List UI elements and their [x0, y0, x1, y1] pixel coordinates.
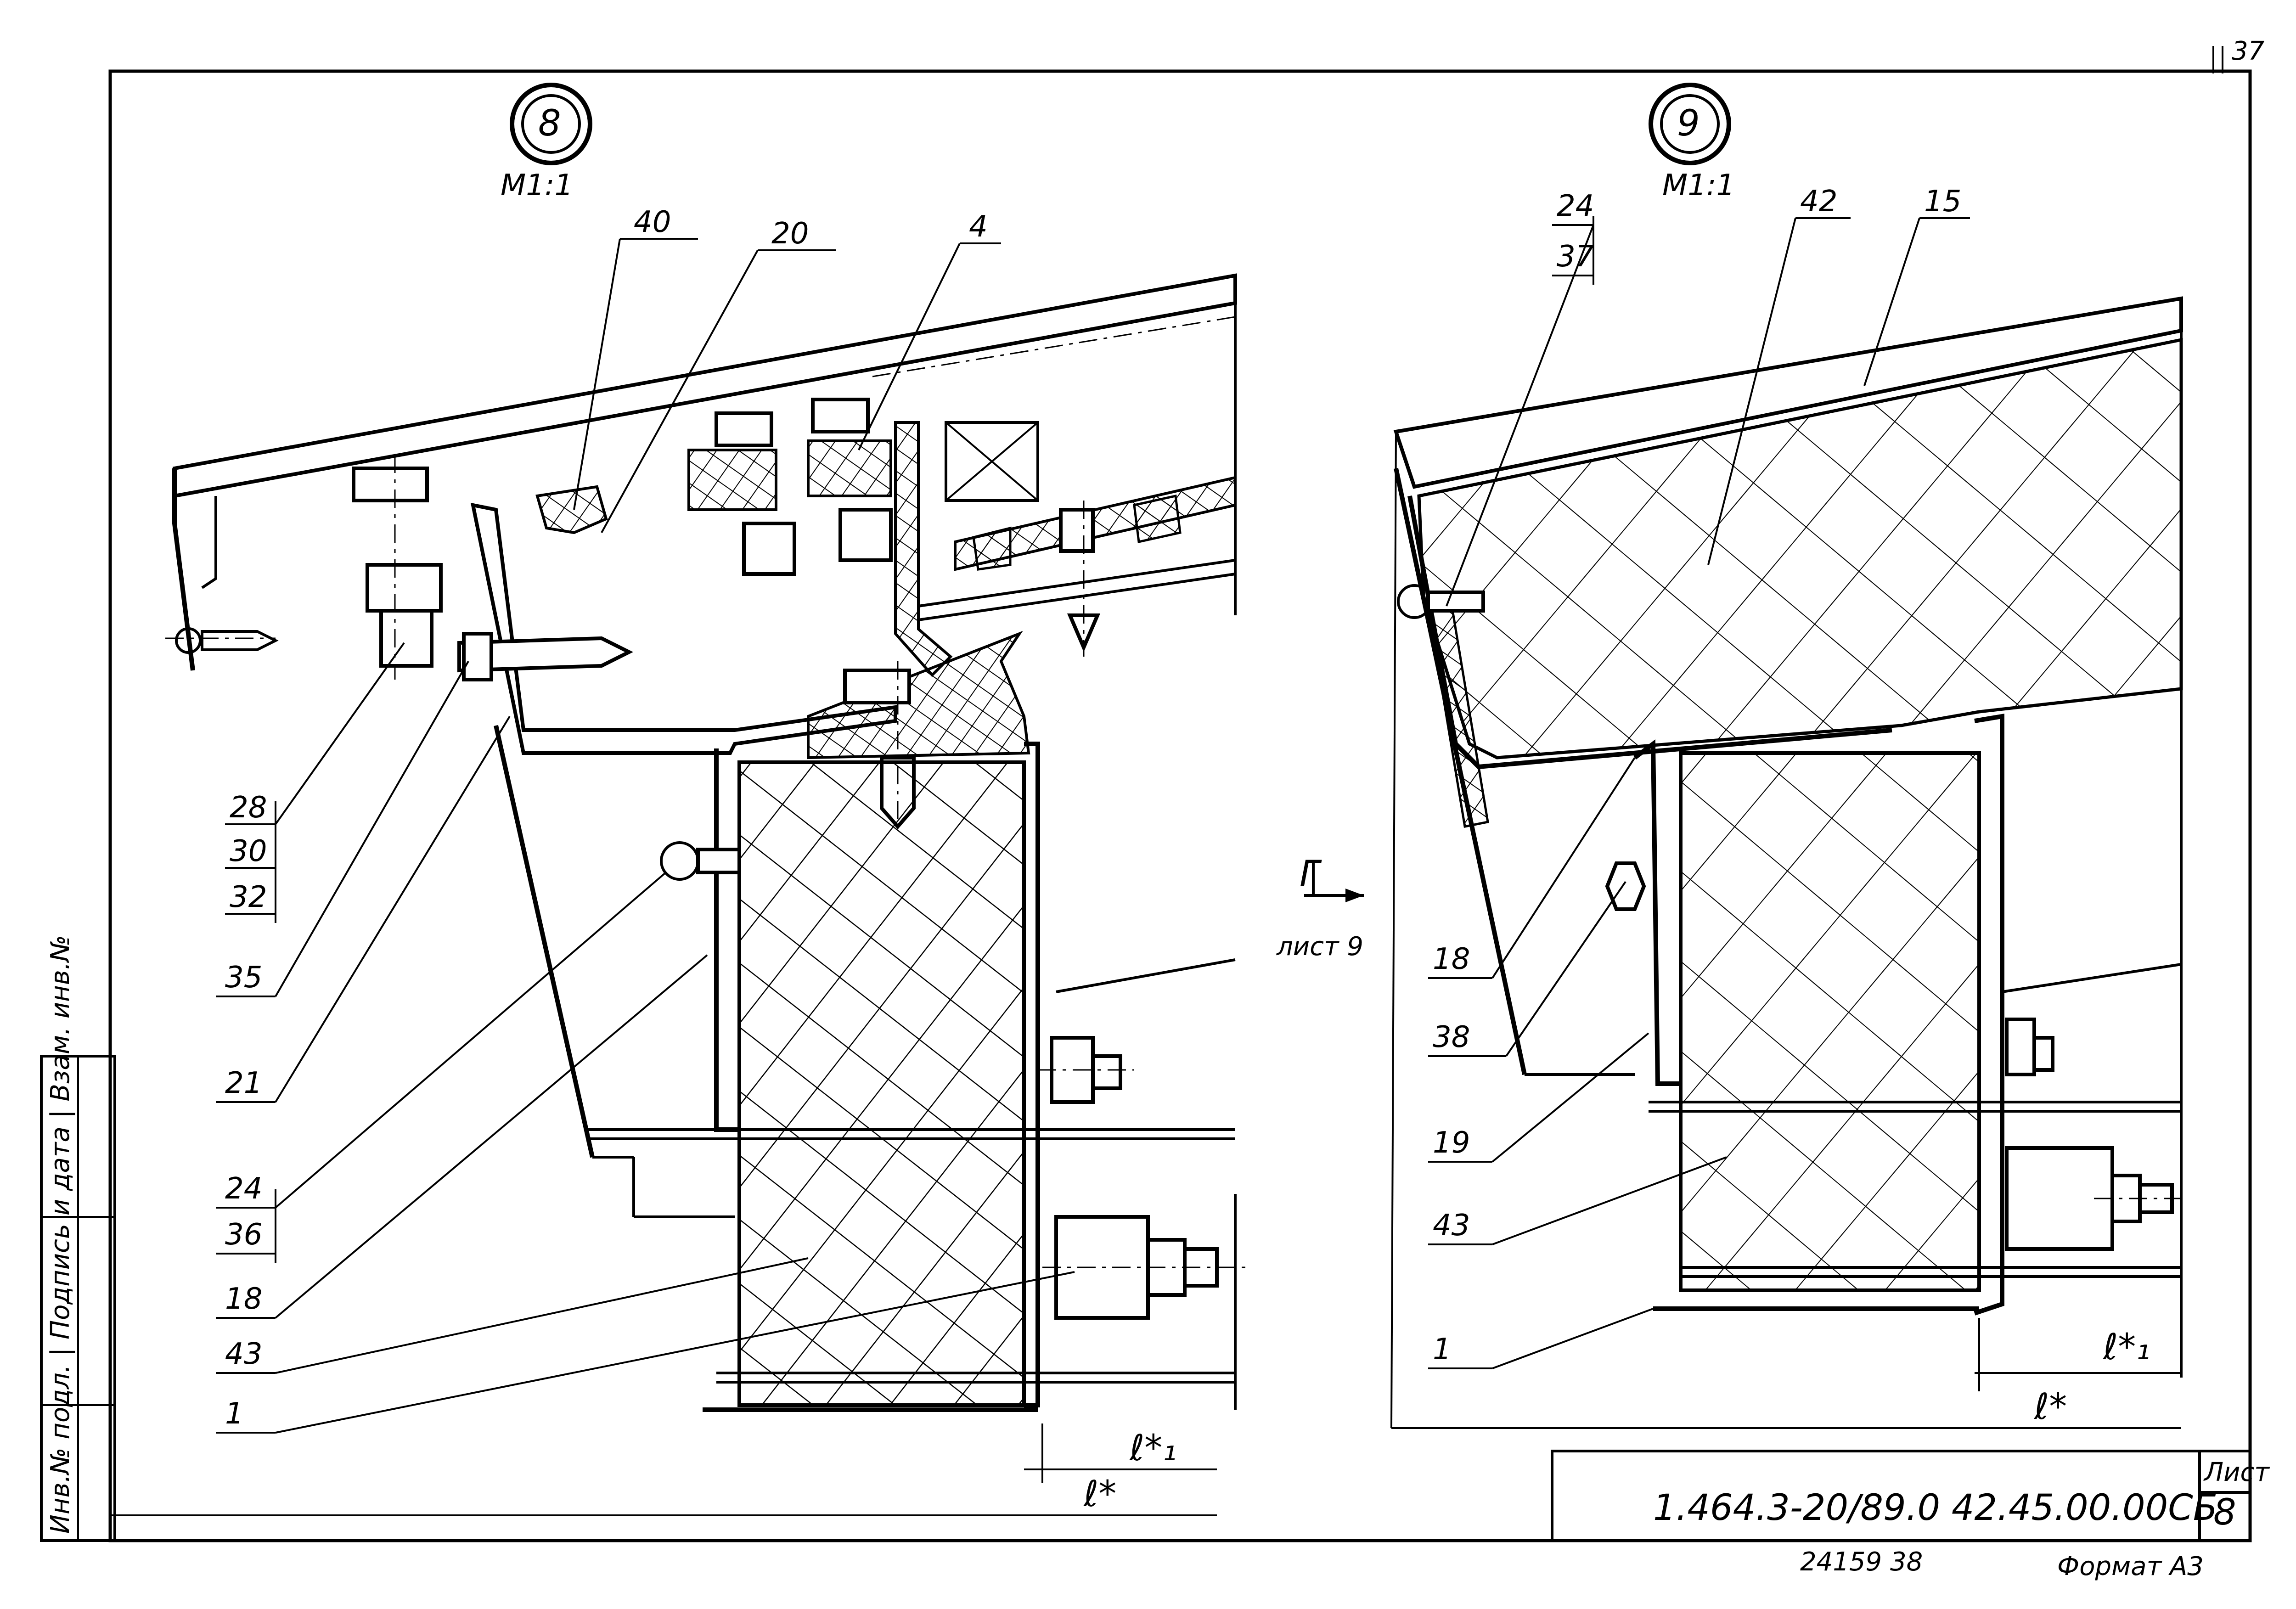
sheet-number: 8: [2213, 1492, 2236, 1533]
detail-8-number: 8: [538, 103, 561, 144]
callout-1: 1: [225, 1397, 244, 1431]
view-letter: Г: [1300, 854, 1322, 895]
inventory-number: 24159 38: [1800, 1547, 1923, 1577]
callout-15: 15: [1924, 185, 1961, 219]
detail-9-callouts-left: 18 38 19 43 1: [1428, 757, 1727, 1369]
callout-42: 42: [1800, 185, 1837, 219]
callout-24-top: 24: [1557, 189, 1594, 223]
detail-9-dim-l1: ℓ*₁: [2102, 1327, 2150, 1368]
callout-20: 20: [771, 217, 809, 251]
callout-28: 28: [230, 791, 267, 825]
page-number: 37: [2232, 36, 2265, 66]
bolt-group-28: [352, 455, 443, 680]
callout-30: 30: [230, 834, 267, 868]
callout-43: 43: [225, 1337, 262, 1371]
detail-8-scale: М1:1: [501, 169, 573, 203]
detail-8-callouts-left: 28 30 32 35 21 24 36 18 43 1: [216, 642, 1075, 1434]
callout-18: 18: [225, 1282, 262, 1316]
callout-35: 35: [225, 961, 262, 995]
callout-36: 36: [225, 1218, 262, 1252]
callout-40: 40: [634, 205, 671, 239]
detail-8-dim-l: ℓ*: [1083, 1474, 1116, 1515]
detail-9-scale: М1:1: [1662, 169, 1735, 203]
detail-8-dim-l1: ℓ*₁: [1129, 1428, 1177, 1469]
callout-21: 21: [225, 1066, 262, 1100]
wall-panel-9: [1633, 714, 2181, 1316]
detail-8: 8 М1:1: [110, 83, 1249, 1516]
sheet-label: Лист: [2203, 1457, 2270, 1487]
view-sheet-ref: лист 9: [1276, 932, 1363, 962]
format-label: Формат А3: [2057, 1552, 2204, 1581]
detail-9: 9 М1:1: [1390, 83, 2186, 1429]
sheet-frame: [40, 46, 2252, 1542]
callout-1-d9: 1: [1433, 1333, 1452, 1367]
callout-37: 37: [1557, 240, 1594, 274]
drawing-code: 1.464.3-20/89.0 42.45.00.00СБ: [1653, 1487, 2217, 1529]
callout-38: 38: [1433, 1020, 1470, 1054]
callout-4: 4: [969, 210, 988, 244]
callout-24: 24: [225, 1172, 262, 1206]
callout-43-d9: 43: [1433, 1209, 1470, 1243]
view-reference: Г лист 9: [1276, 854, 1364, 962]
wall-panel-8: [588, 742, 1235, 1412]
callout-18-d9: 18: [1433, 942, 1470, 976]
detail-8-callouts-top: 40 20 4: [573, 205, 1001, 533]
detail-9-dim-l: ℓ*: [2033, 1386, 2067, 1428]
callout-32: 32: [230, 880, 267, 914]
side-stamp: Инв.№ подл. | Подпись и дата | Взам. инв…: [45, 935, 75, 1534]
detail-9-callouts-top: 24 37 42 15: [1446, 185, 1970, 607]
detail-9-number: 9: [1677, 103, 1700, 144]
callout-19: 19: [1433, 1126, 1470, 1160]
